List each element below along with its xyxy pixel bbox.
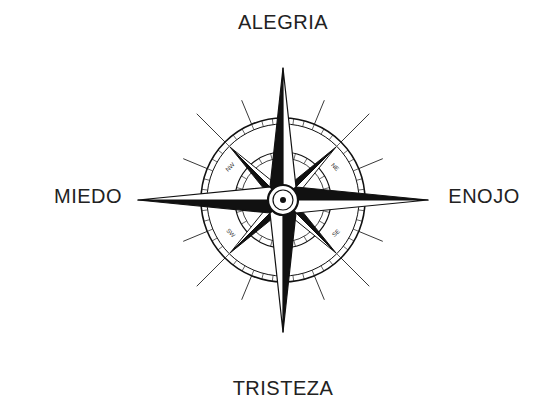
ring-tick (259, 236, 262, 241)
ring-tick (242, 266, 245, 271)
ring-tick (358, 189, 364, 191)
ring-tick (202, 209, 208, 211)
compass-ray (197, 114, 225, 142)
ring-tick (356, 220, 362, 222)
compass-ray (197, 258, 225, 286)
ring-tick (202, 189, 208, 191)
ring-tick (233, 135, 237, 140)
ring-tick (312, 270, 314, 276)
ring-tick (212, 238, 217, 241)
center-dot (280, 197, 286, 203)
ring-tick (233, 260, 237, 265)
ring-tick (329, 135, 333, 140)
ring-tick (241, 176, 246, 179)
ring-tick (271, 154, 273, 160)
compass-ray (341, 114, 369, 142)
ring-tick (321, 266, 324, 271)
ring-tick (252, 270, 254, 276)
ring-tick (329, 260, 333, 265)
direction-label: MIEDO (54, 186, 122, 206)
compass-ray (314, 100, 324, 124)
ring-tick (252, 124, 254, 130)
ring-tick (294, 241, 296, 247)
compass-ray (359, 159, 383, 169)
ring-tick (312, 124, 314, 130)
ring-tick (218, 150, 223, 154)
ring-tick (304, 236, 307, 241)
ring-tick (271, 241, 273, 247)
ring-tick (358, 209, 364, 211)
center-hub (268, 185, 298, 215)
ring-tick (343, 246, 348, 250)
ring-tick (321, 129, 324, 134)
direction-label: ENOJO (448, 186, 519, 206)
main-star (138, 68, 428, 332)
ring-tick (324, 188, 330, 190)
compass-ray (341, 258, 369, 286)
ring-tick (204, 179, 210, 181)
ring-tick (241, 221, 246, 224)
ring-tick (337, 142, 341, 146)
direction-label: TRISTEZA (233, 378, 334, 398)
compass-ray (314, 276, 324, 300)
ring-tick (225, 254, 229, 258)
center-hub (273, 190, 293, 210)
direction-label: ALEGRIA (238, 12, 328, 32)
ring-tick (303, 121, 305, 127)
ring-tick (337, 254, 341, 258)
ring-tick (343, 150, 348, 154)
ring-tick (204, 220, 210, 222)
compass-ray (242, 276, 252, 300)
ring-tick (324, 211, 330, 213)
ring-tick (272, 275, 274, 281)
ring-tick (242, 129, 245, 134)
ring-tick (262, 121, 264, 127)
ring-tick (272, 119, 274, 125)
ring-tick (218, 246, 223, 250)
ring-tick (303, 273, 305, 279)
ring-tick (349, 159, 354, 162)
compass-ray (183, 231, 207, 241)
ring-tick (225, 142, 229, 146)
compass-ray (359, 231, 383, 241)
ring-tick (294, 154, 296, 160)
ring-tick (259, 158, 262, 163)
ring-tick (353, 229, 359, 231)
ring-tick (262, 273, 264, 279)
ring-tick (349, 238, 354, 241)
ring-tick (304, 158, 307, 163)
ring-tick (207, 169, 213, 171)
ring-tick (319, 221, 324, 224)
ring-tick (292, 119, 294, 125)
compass-ray (242, 100, 252, 124)
ring-tick (207, 229, 213, 231)
compass-ray (183, 159, 207, 169)
ring-tick (319, 176, 324, 179)
ring-tick (212, 159, 217, 162)
ring-tick (292, 275, 294, 281)
ring-tick (353, 169, 359, 171)
ring-tick (237, 211, 243, 213)
ring-tick (237, 188, 243, 190)
ring-tick (356, 179, 362, 181)
